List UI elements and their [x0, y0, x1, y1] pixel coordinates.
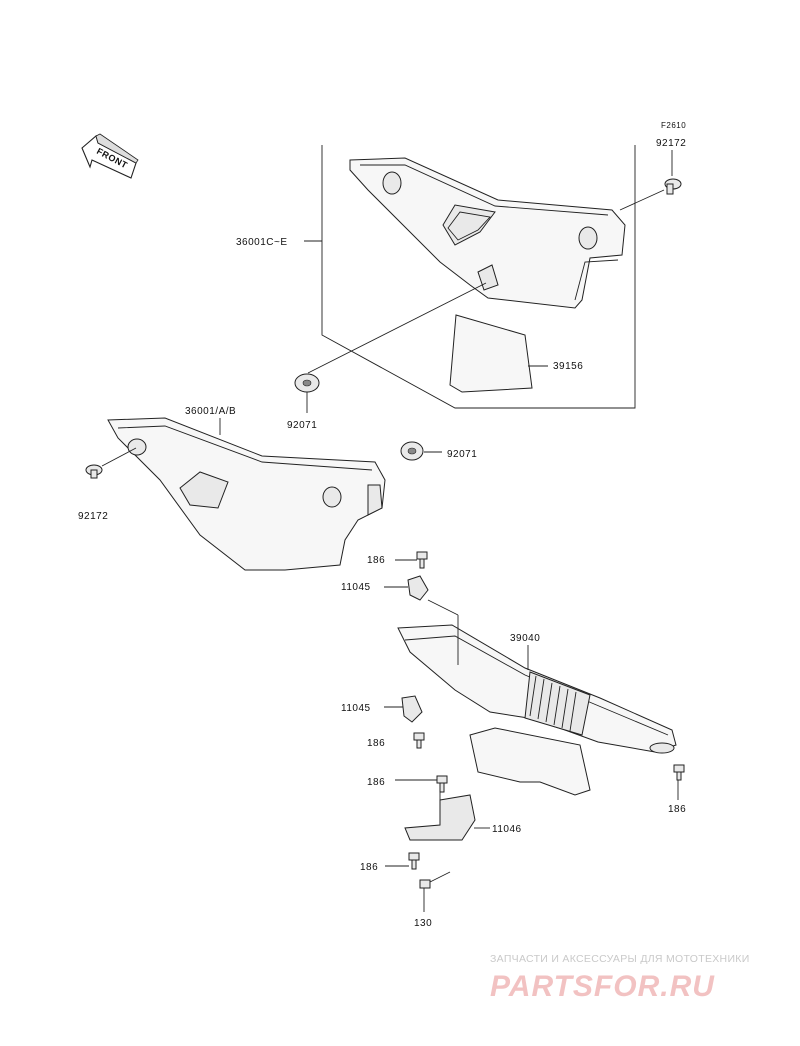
grommet-92071-lower	[400, 441, 424, 461]
label-11045-a: 11045	[341, 582, 371, 593]
side-cover-lower	[107, 417, 386, 571]
bolt-186-right	[673, 764, 685, 781]
screw-92172-left	[85, 464, 103, 479]
label-186-right: 186	[668, 804, 686, 815]
clamp-11045-lower	[401, 695, 423, 723]
bolt-186-d	[408, 852, 420, 870]
watermark-brand: PARTSFOR.RU	[490, 970, 715, 1003]
label-186-a: 186	[367, 555, 385, 566]
chain-cover-39040	[397, 624, 677, 796]
bolt-186-b	[413, 732, 425, 749]
label-186-d: 186	[360, 862, 378, 873]
bolt-186-c	[436, 775, 448, 793]
label-92071-a: 92071	[287, 420, 317, 431]
grommet-92071-upper	[294, 373, 320, 393]
label-11045-b: 11045	[341, 703, 371, 714]
bracket-11046	[404, 794, 476, 841]
front-arrow-icon: FRONT	[81, 133, 139, 179]
label-186-b: 186	[367, 738, 385, 749]
screw-92172-top	[664, 178, 682, 195]
label-92172-top: 92172	[656, 138, 686, 149]
label-186-c: 186	[367, 777, 385, 788]
label-11046: 11046	[492, 824, 522, 835]
label-92172-left: 92172	[78, 511, 108, 522]
reflector-39156	[449, 314, 533, 393]
watermark-tagline: ЗАПЧАСТИ И АКСЕССУАРЫ ДЛЯ МОТОТЕХНИКИ	[490, 953, 750, 965]
label-92071-b: 92071	[447, 449, 477, 460]
side-cover-upper	[349, 157, 626, 309]
leader-lines	[101, 150, 679, 912]
label-39040: 39040	[510, 633, 540, 644]
clamp-11045-upper	[407, 575, 429, 601]
diagram-code: F2610	[661, 121, 686, 130]
group-bracket	[304, 145, 636, 409]
label-130: 130	[414, 918, 432, 929]
bolt-130	[419, 871, 451, 889]
label-39156: 39156	[553, 361, 583, 372]
label-36001c-e: 36001C~E	[236, 237, 288, 248]
bolt-186-a	[416, 551, 428, 569]
label-36001-a-b: 36001/A/B	[185, 406, 236, 417]
